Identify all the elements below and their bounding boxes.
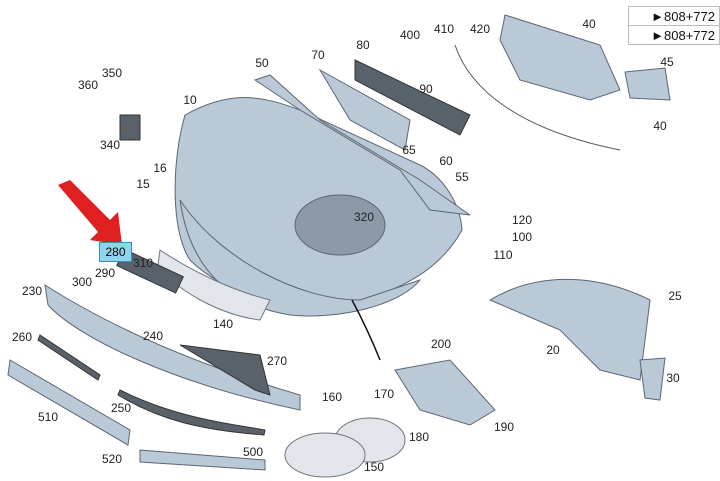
bracket-30: [639, 357, 666, 401]
part-label-200: 200: [431, 337, 451, 351]
part-label-140: 140: [213, 317, 233, 331]
reference-text: ►808+772: [651, 8, 715, 24]
part-label-360: 360: [78, 78, 98, 92]
part-label-500: 500: [243, 445, 263, 459]
trim-270: [179, 344, 271, 396]
part-label-120: 120: [512, 213, 532, 227]
part-label-80: 80: [356, 38, 370, 52]
grille-150: [284, 432, 366, 478]
part-label-10: 10: [183, 93, 197, 107]
part-label-65: 65: [402, 143, 416, 157]
part-label-50: 50: [255, 56, 269, 70]
absorber-50: [253, 74, 471, 216]
reference-link-2[interactable]: ►808+772: [628, 25, 720, 45]
part-label-25: 25: [668, 289, 682, 303]
part-label-250: 250: [111, 401, 131, 415]
part-label-60: 60: [439, 154, 453, 168]
part-label-400: 400: [400, 28, 420, 42]
grille-opening: [294, 194, 386, 256]
red-arrow-icon: [58, 180, 122, 245]
bracket-45: [624, 67, 671, 101]
part-label-45: 45: [660, 55, 674, 69]
bezel-190: [394, 359, 496, 426]
trim-250: [117, 389, 266, 436]
part-label-420: 420: [470, 22, 490, 36]
part-label-300: 300: [72, 275, 92, 289]
part-label-160: 160: [322, 390, 342, 404]
lip-510: [7, 359, 131, 446]
part-label-320: 320: [354, 210, 374, 224]
part-label-15: 15: [136, 177, 150, 191]
part-label-70: 70: [311, 48, 325, 62]
part-label-520: 520: [102, 452, 122, 466]
part-label-180: 180: [409, 430, 429, 444]
part-label-340: 340: [100, 138, 120, 152]
absorber-70: [318, 68, 411, 151]
part-label-40: 40: [582, 17, 596, 31]
part-label-240: 240: [143, 329, 163, 343]
part-label-270: 270: [267, 354, 287, 368]
rear-bracket-20: [488, 278, 651, 381]
part-label-290: 290: [95, 266, 115, 280]
wire-harness: [454, 44, 621, 151]
part-label-110: 110: [493, 248, 512, 262]
part-label-310: 310: [133, 256, 153, 270]
absorber-80: [354, 59, 471, 136]
part-label-170: 170: [374, 387, 394, 401]
part-label-150: 150: [364, 460, 384, 474]
bumper-lower-lip: [179, 199, 422, 317]
trim-500: [139, 449, 266, 471]
part-label-40: 40: [653, 119, 667, 133]
reference-text: ►808+772: [651, 27, 715, 43]
part-label-55: 55: [455, 170, 469, 184]
part-label-100: 100: [512, 230, 532, 244]
part-label-260: 260: [12, 330, 32, 344]
leader-line: [351, 299, 381, 361]
crossmember-40: [499, 14, 621, 101]
part-label-16: 16: [153, 161, 167, 175]
part-label-90: 90: [419, 82, 433, 96]
highlighted-part-label[interactable]: 280: [99, 242, 132, 262]
part-label-230: 230: [22, 284, 42, 298]
part-label-20: 20: [546, 343, 560, 357]
part-label-190: 190: [494, 420, 514, 434]
part-label-30: 30: [666, 371, 680, 385]
part-label-510: 510: [38, 410, 58, 424]
part-label-410: 410: [434, 22, 454, 36]
part-label-350: 350: [102, 66, 122, 80]
strip-260: [37, 334, 101, 381]
reference-link-1[interactable]: ►808+772: [628, 6, 720, 26]
sensor-340: [119, 114, 141, 141]
